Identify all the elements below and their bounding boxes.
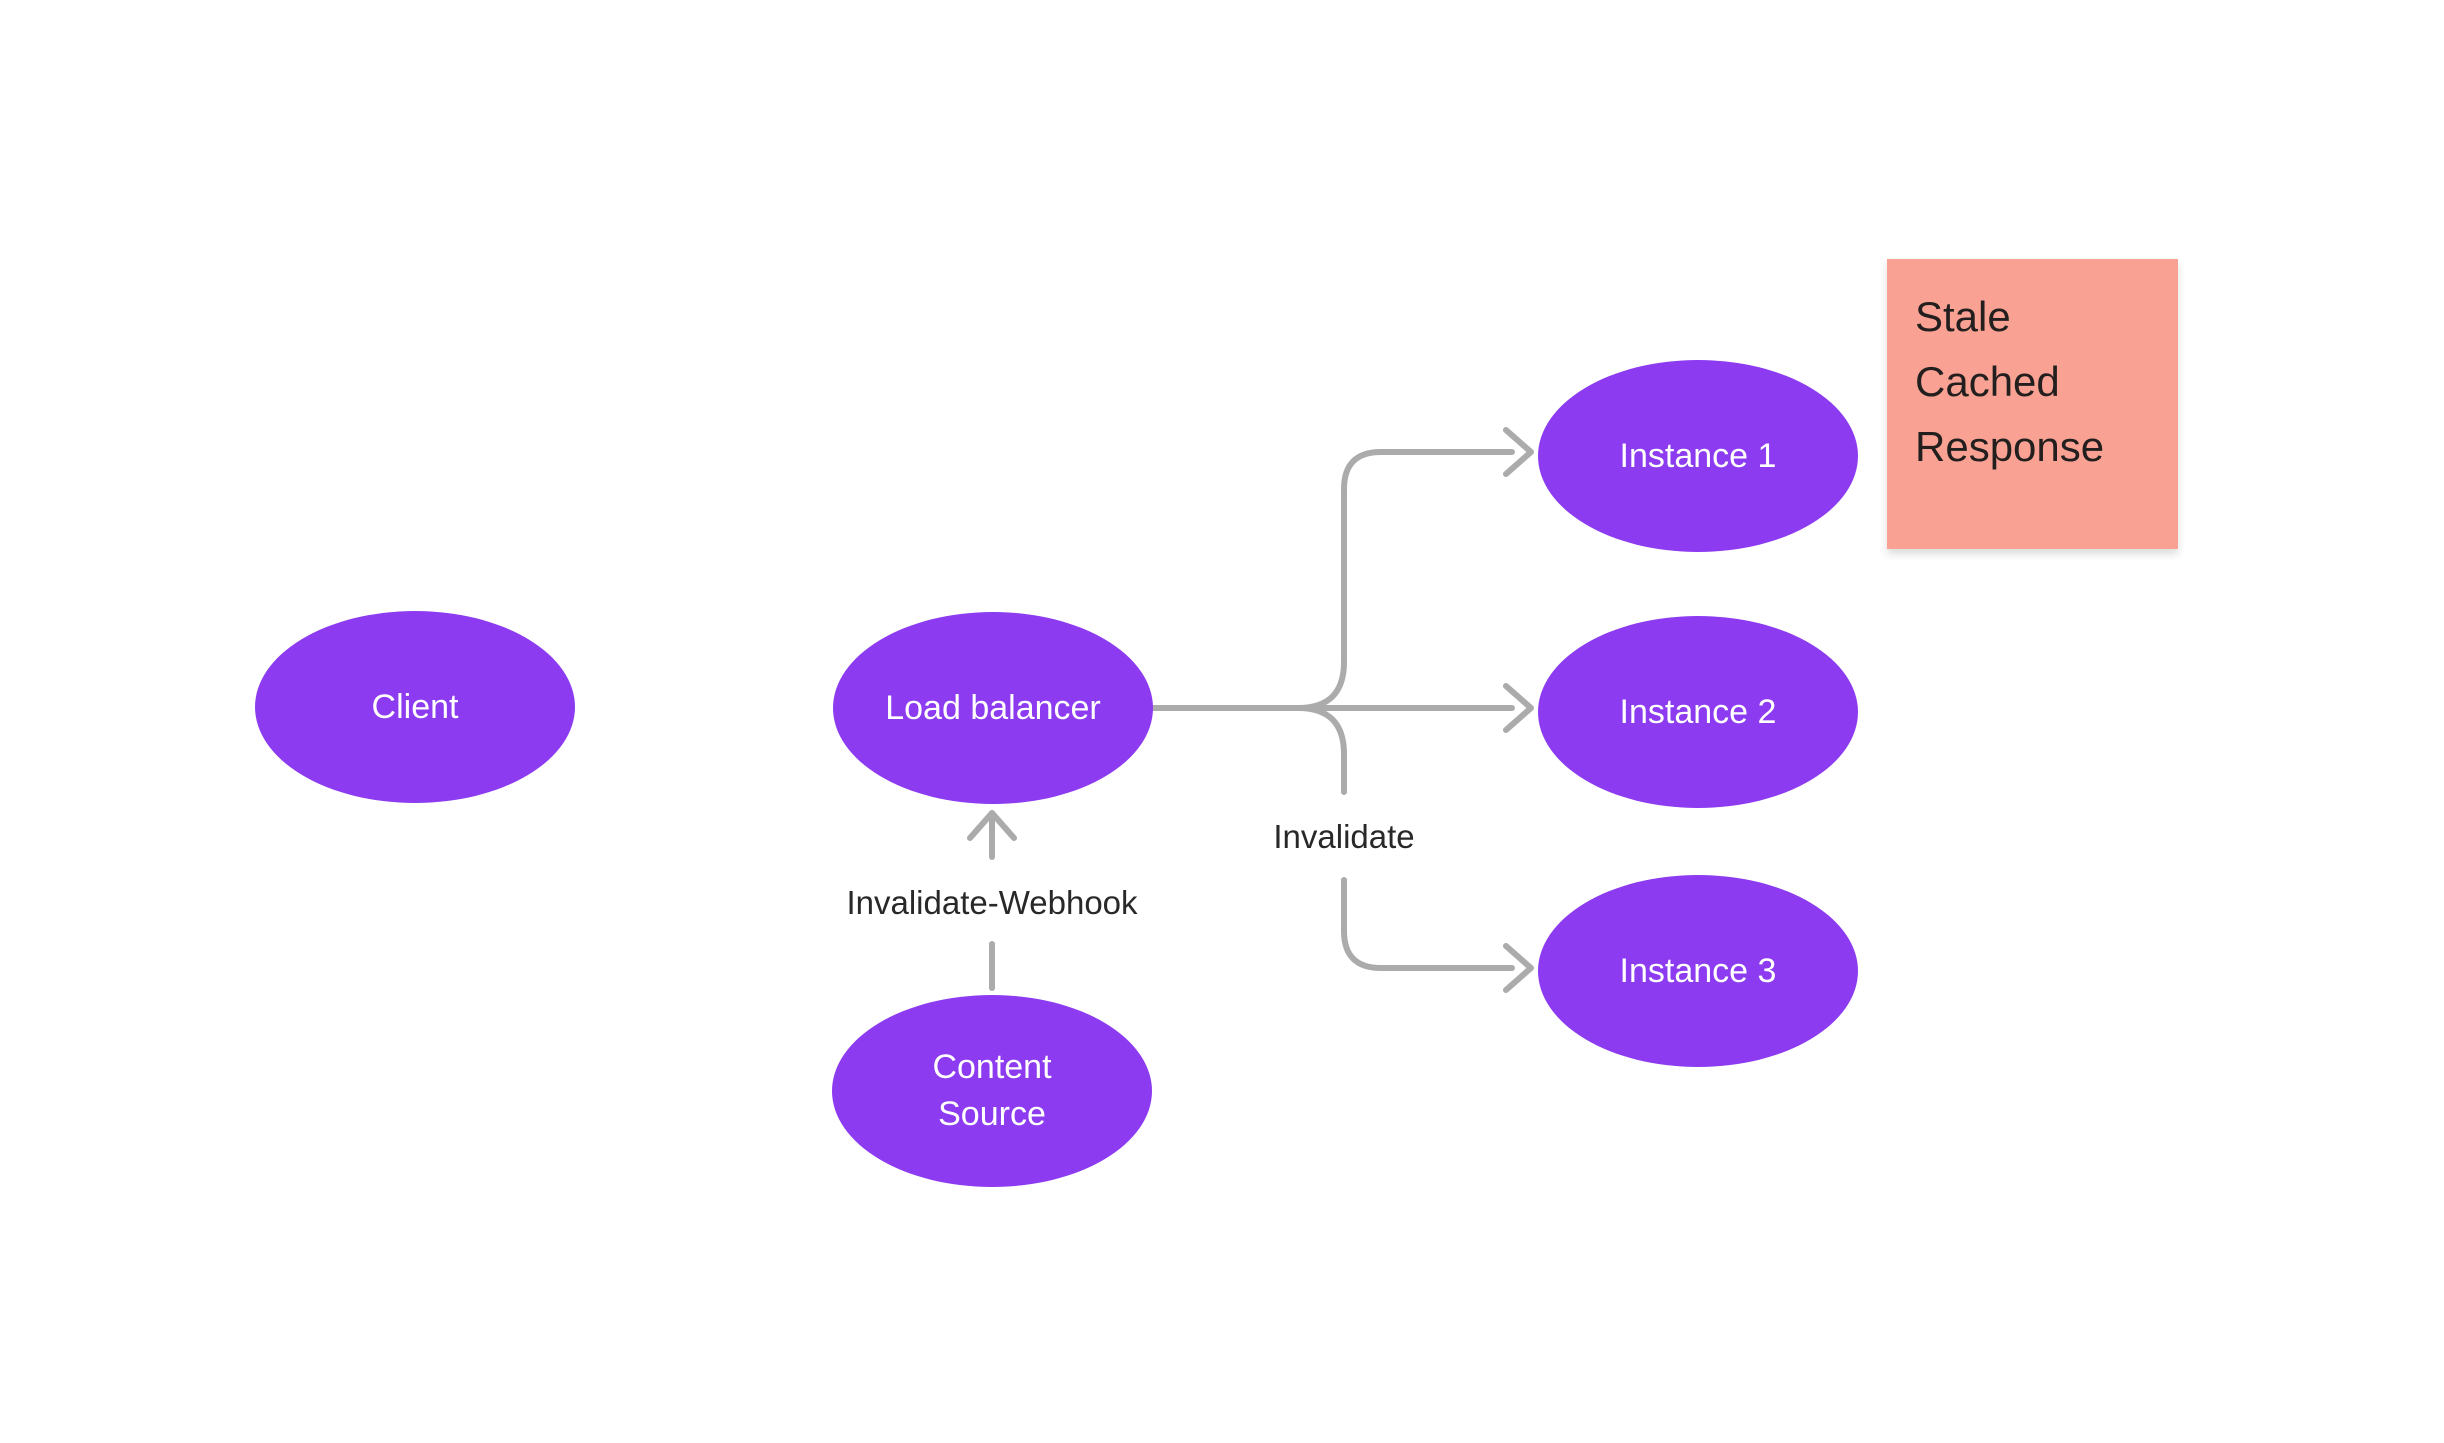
node-load-balancer[interactable]: Load balancer [833, 612, 1153, 804]
node-client-label: Client [371, 687, 459, 726]
node-instance-1-label: Instance 1 [1619, 436, 1777, 475]
connector-lb-instance2[interactable] [1150, 683, 1534, 733]
node-content-source[interactable]: Content Source [832, 995, 1152, 1187]
node-client[interactable]: Client [255, 611, 575, 803]
node-load-balancer-label: Load balancer [885, 688, 1101, 727]
node-content-source-label: Content Source [932, 1048, 1052, 1133]
connector-lb-instance1[interactable] [1295, 427, 1534, 711]
node-instance-2-label: Instance 2 [1619, 692, 1777, 731]
connector-lb-instance3[interactable] [1295, 705, 1534, 993]
connector-label-invalidate[interactable]: Invalidate [1273, 818, 1415, 855]
sticky-note-stale-cached-response[interactable]: Stale Cached Response [1887, 259, 2178, 549]
node-instance-3-label: Instance 3 [1619, 951, 1777, 990]
connector-label-invalidate-webhook[interactable]: Invalidate-Webhook [846, 884, 1138, 921]
connector-content-lb[interactable] [967, 810, 1017, 991]
node-instance-1[interactable]: Instance 1 [1538, 360, 1858, 552]
node-instance-3[interactable]: Instance 3 [1538, 875, 1858, 1067]
node-instance-2[interactable]: Instance 2 [1538, 616, 1858, 808]
sticky-note-text: Stale Cached Response [1915, 293, 2105, 470]
